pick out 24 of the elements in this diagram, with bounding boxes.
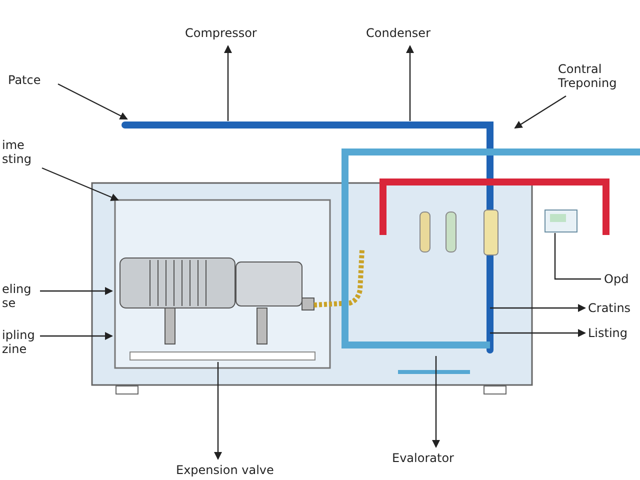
part-label: ime sting [2,138,42,166]
leader-line [224,45,232,121]
part-label: Listing [588,326,628,340]
leader-line [490,304,586,312]
part-label: Expension valve [176,463,274,477]
leader-line [554,233,601,280]
leader-line [406,45,414,121]
part-label: Compressor [185,26,257,40]
part-label: eling se [2,282,38,310]
part-label: Contral Treponing [558,62,638,90]
part-label: Patce [8,73,41,87]
leader-line [58,83,128,120]
part-label: Opd [604,272,629,286]
part-label: Condenser [366,26,430,40]
leader-line [514,96,566,129]
leader-line [42,167,119,201]
part-label: Cratins [588,301,631,315]
leader-line [40,332,113,340]
leader-line [214,362,222,460]
part-label: Evalorator [392,451,454,465]
leader-line [432,356,440,448]
part-label: ipling zine [2,328,38,356]
leader-line [40,287,113,295]
leader-line [490,329,586,337]
